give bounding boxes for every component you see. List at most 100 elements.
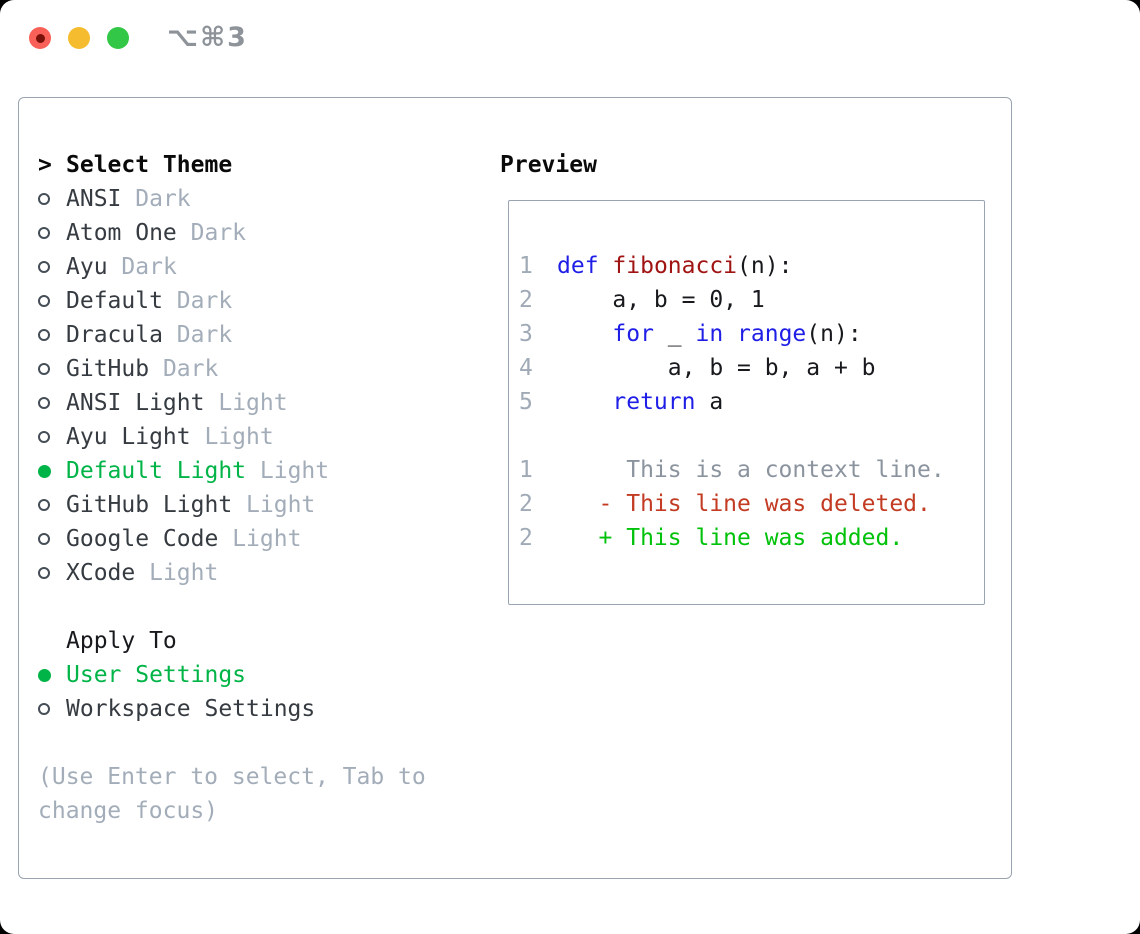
radio-icon [38, 499, 50, 511]
minimize-button[interactable] [68, 27, 90, 49]
window-title-shortcut: ⌥⌘3 [167, 22, 248, 53]
apply-to-title: Apply To [66, 628, 177, 654]
theme-variant: Light [218, 390, 288, 416]
theme-selector-panel [18, 97, 1012, 879]
preview-line: 2 - This line was deleted. [519, 491, 931, 517]
apply-option-label: User Settings [66, 662, 247, 688]
theme-option-ayu[interactable]: Ayu Dark [38, 250, 426, 284]
radio-icon [38, 397, 50, 409]
theme-variant: Light [232, 526, 302, 552]
theme-option-ayu-light[interactable]: Ayu Light Light [38, 420, 426, 454]
theme-option-xcode[interactable]: XCode Light [38, 556, 426, 590]
preview-blank-line [519, 419, 984, 453]
theme-option-label: GitHub Light Light [66, 492, 315, 518]
help-text: (Use Enter to select, Tab to change focu… [38, 760, 426, 828]
theme-variant: Dark [176, 288, 233, 314]
radio-icon [38, 533, 50, 545]
theme-variant: Dark [190, 220, 247, 246]
theme-option-label: Google Code Light [66, 526, 301, 552]
theme-name: GitHub [66, 356, 150, 382]
apply-option-user-settings[interactable]: User Settings [38, 658, 426, 692]
line-number: 3 [519, 321, 533, 347]
radio-icon [38, 703, 50, 715]
window-titlebar: ⌥⌘3 [0, 0, 1140, 76]
theme-name: Ayu [66, 254, 108, 280]
apply-option-workspace-settings[interactable]: Workspace Settings [38, 692, 426, 726]
spacer-row [38, 590, 426, 624]
theme-name: XCode [66, 560, 136, 586]
radio-icon [38, 227, 50, 239]
preview-line: 1 This is a context line. [519, 457, 945, 483]
radio-icon [38, 363, 50, 375]
close-dot-icon [35, 33, 45, 43]
theme-option-github[interactable]: GitHub Dark [38, 352, 426, 386]
theme-option-dracula[interactable]: Dracula Dark [38, 318, 426, 352]
line-number: 1 [519, 457, 533, 483]
line-number: 4 [519, 355, 533, 381]
theme-option-label: ANSI Dark [66, 186, 191, 212]
theme-option-ansi[interactable]: ANSI Dark [38, 182, 426, 216]
theme-name: Default [66, 288, 163, 314]
radio-selected-icon [38, 464, 51, 478]
preview-line: 5 return a [519, 389, 724, 415]
radio-icon [38, 261, 50, 273]
theme-option-label: XCode Light [66, 560, 218, 586]
radio-icon [38, 193, 50, 205]
theme-option-label: GitHub Dark [66, 356, 218, 382]
theme-name: ANSI [66, 186, 122, 212]
focus-cursor-icon: > [38, 152, 52, 178]
theme-option-label: Ayu Light Light [66, 424, 274, 450]
theme-option-label: Default Light Light [66, 458, 329, 484]
line-number: 2 [519, 491, 533, 517]
radio-selected-icon [38, 668, 51, 682]
theme-option-label: ANSI Light Light [66, 390, 288, 416]
preview-line: 4 a, b = b, a + b [519, 355, 876, 381]
window-controls [29, 27, 129, 49]
help-text-line: (Use Enter to select, Tab to [38, 764, 426, 790]
theme-option-default[interactable]: Default Dark [38, 284, 426, 318]
theme-option-google-code[interactable]: Google Code Light [38, 522, 426, 556]
theme-name: ANSI Light [66, 390, 205, 416]
theme-name: Atom One [66, 220, 177, 246]
theme-option-label: Dracula Dark [66, 322, 232, 348]
theme-option-default-light[interactable]: Default Light Light [38, 454, 426, 488]
theme-variant: Dark [135, 186, 191, 212]
help-text-line: change focus) [38, 798, 219, 824]
theme-name: Ayu Light [66, 424, 191, 450]
theme-variant: Light [149, 560, 219, 586]
select-theme-header: > Select Theme [38, 148, 426, 182]
theme-variant: Dark [121, 254, 177, 280]
line-number: 1 [519, 253, 533, 279]
preview-line: 2 a, b = 0, 1 [519, 287, 765, 313]
maximize-button[interactable] [107, 27, 129, 49]
preview-title: Preview [500, 152, 597, 178]
theme-variant: Dark [176, 322, 233, 348]
theme-option-atom-one[interactable]: Atom One Dark [38, 216, 426, 250]
theme-name: Default Light [66, 458, 247, 484]
theme-variant: Dark [162, 356, 219, 382]
theme-option-github-light[interactable]: GitHub Light Light [38, 488, 426, 522]
radio-icon [38, 567, 50, 579]
theme-option-label: Default Dark [66, 288, 232, 314]
theme-option-label: Atom One Dark [66, 220, 246, 246]
theme-variant: Light [259, 458, 330, 484]
line-number: 5 [519, 389, 533, 415]
close-button[interactable] [29, 27, 51, 49]
radio-icon [38, 329, 50, 341]
theme-option-label: Ayu Dark [66, 254, 177, 280]
theme-variant: Light [246, 492, 316, 518]
apply-option-label: Workspace Settings [66, 696, 316, 722]
select-theme-title: Select Theme [66, 152, 233, 178]
theme-variant: Light [204, 424, 274, 450]
apply-to-header: Apply To [38, 624, 426, 658]
theme-option-ansi-light[interactable]: ANSI Light Light [38, 386, 426, 420]
theme-name: GitHub Light [66, 492, 233, 518]
line-number: 2 [519, 525, 533, 551]
